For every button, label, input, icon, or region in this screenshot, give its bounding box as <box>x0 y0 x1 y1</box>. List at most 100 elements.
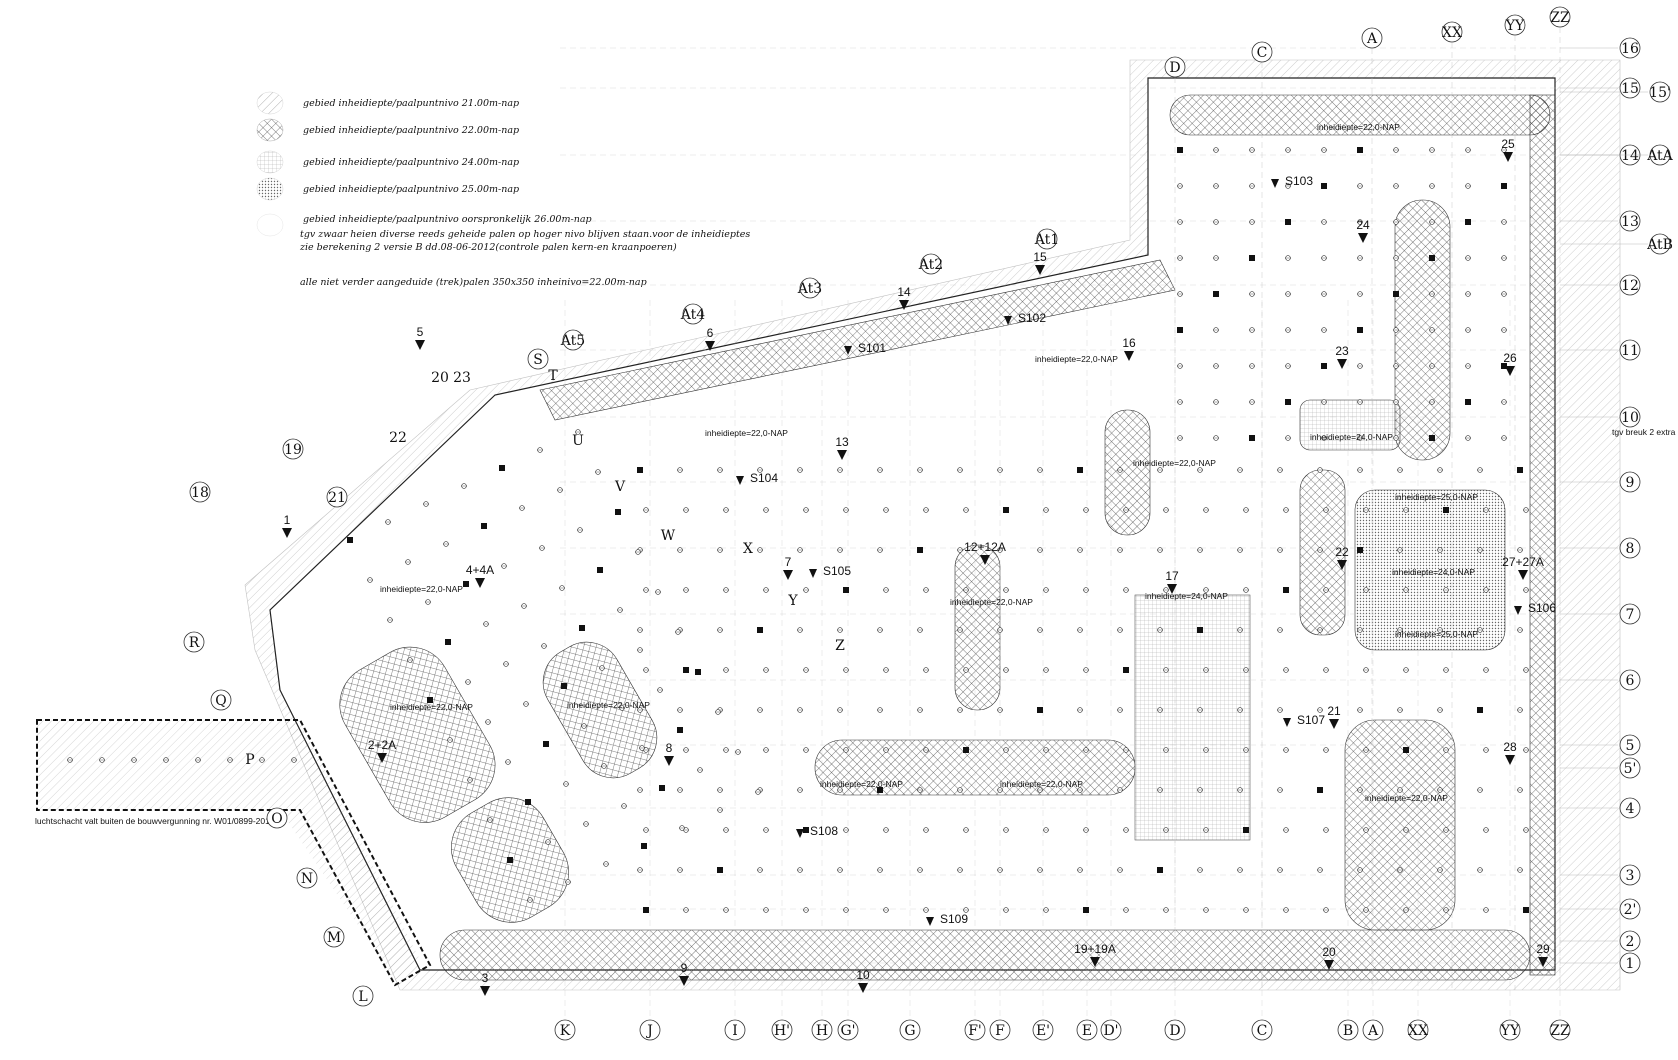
section-arrow-icon <box>1271 179 1279 188</box>
pile-icon <box>1283 587 1289 593</box>
grid-label-text: 4 <box>1626 801 1635 817</box>
grid-bubble <box>771 1019 793 1041</box>
pile-icon <box>499 465 505 471</box>
pile-icon <box>597 567 603 573</box>
grid-label-text: M <box>327 930 341 946</box>
grid-label-text: At5 <box>560 333 585 349</box>
grid-right-2: 2' <box>1619 898 1641 920</box>
pile-icon <box>579 625 585 631</box>
view-arrow-icon <box>1337 560 1347 570</box>
view-label: 15 <box>1033 250 1047 264</box>
view-marker-9: 9 <box>679 961 689 986</box>
view-arrow-icon <box>282 528 292 538</box>
grid-bubble <box>724 1019 746 1041</box>
grid-right-3: 3 <box>1619 864 1641 886</box>
grid-label-text: G' <box>840 1023 855 1039</box>
grid-left-q: Q <box>210 689 232 711</box>
grid-right-10: 10 <box>1619 406 1641 428</box>
view-label: 21 <box>1327 704 1341 718</box>
grid-bubble <box>1619 37 1641 59</box>
grid-bubble <box>189 481 211 503</box>
grid-bubble <box>1619 898 1641 920</box>
view-arrow-icon <box>705 341 715 351</box>
view-marker-1: 1 <box>282 513 292 538</box>
view-label: 4+4A <box>466 563 494 577</box>
pile-icon <box>1249 255 1255 261</box>
legend-swatch-25 <box>256 177 284 201</box>
view-marker-4-4a: 4+4A <box>466 563 494 588</box>
view-arrow-icon <box>1324 960 1334 970</box>
view-arrow-icon <box>783 570 793 580</box>
view-label: 2+2A <box>368 738 396 752</box>
grid-bubble <box>1549 6 1571 28</box>
pile-icon <box>1083 907 1089 913</box>
legend-swatch-24 <box>256 150 284 174</box>
grid-bubble <box>323 926 345 948</box>
grid-left-19: 19 <box>282 438 304 460</box>
section-marker-s106: S106 <box>1514 601 1556 615</box>
grid-angled-at2: At2 <box>918 253 943 275</box>
grid-label-text: 15' <box>1649 85 1671 101</box>
grid-label-text: D <box>1169 1023 1180 1039</box>
pile-icon <box>641 843 647 849</box>
grid-label-text: AtB <box>1646 237 1673 253</box>
grid-label-text: C <box>1257 45 1268 61</box>
grid-label-text: At1 <box>1034 232 1059 248</box>
grid-bubble <box>1036 228 1058 250</box>
section-marker-s103: S103 <box>1271 174 1313 188</box>
zone-label: inheidiepte=24,0-NAP <box>1392 567 1475 577</box>
grid-bottom-j: J <box>639 1019 661 1041</box>
grid-bubble <box>1649 81 1671 103</box>
section-arrow-icon <box>1514 606 1522 615</box>
view-arrow-icon <box>1503 152 1513 162</box>
grid-right-5: 5 <box>1619 734 1641 756</box>
grid-left-x: X <box>743 541 753 557</box>
section-label: S104 <box>750 471 778 485</box>
grid-left-21: 21 <box>326 486 348 508</box>
grid-bubble <box>682 303 704 325</box>
zone-label: inheidiepte=22,0-NAP <box>390 702 473 712</box>
view-arrow-icon <box>1518 570 1528 580</box>
pile-icon <box>1177 327 1183 333</box>
grid-left-v: V <box>614 479 626 495</box>
grid-bubble <box>1619 734 1641 756</box>
grid-label-text: A <box>1366 31 1378 47</box>
view-marker-6: 6 <box>705 326 715 351</box>
section-label: S101 <box>858 341 886 355</box>
grid-bubble <box>920 253 942 275</box>
grid-bottom-e: E' <box>1032 1019 1054 1041</box>
zone-22m-east-core <box>1344 719 1456 931</box>
grid-label-text: B <box>1343 1023 1353 1039</box>
grid-label-text: 14 <box>1621 148 1639 164</box>
legend-note-2: alle niet verder aangeduide (trek)palen … <box>300 277 647 288</box>
grid-top-xx: XX <box>1441 21 1463 43</box>
grid-bubble <box>352 985 374 1007</box>
pile-icon <box>695 669 701 675</box>
view-marker-12-12a: 12+12A <box>964 540 1006 565</box>
legend-item-21: gebied inheidiepte/paalpuntnivo 21.00m-n… <box>303 98 519 109</box>
grid-label-text: Q <box>215 693 226 709</box>
grid-bubble <box>183 631 205 653</box>
grid-left-t: T <box>548 368 558 384</box>
pile-icon <box>445 639 451 645</box>
grid-right-11: 11 <box>1619 339 1641 361</box>
view-marker-26: 26 <box>1503 351 1517 376</box>
zone-labels: inheidiepte=22,0-NAP inheidiepte=22,0-NAP… <box>380 122 1478 803</box>
view-label: 29 <box>1536 942 1550 956</box>
pile-icon <box>1003 507 1009 513</box>
grid-bottom-f: F <box>989 1019 1011 1041</box>
view-marker-3: 3 <box>480 971 490 996</box>
section-arrow-icon <box>796 829 804 838</box>
grid-left-20: 20 <box>431 370 449 386</box>
grid-label-text: ZZ <box>1550 1023 1570 1039</box>
zone-label: inheidiepte=22,0-NAP <box>1365 793 1448 803</box>
view-marker-8: 8 <box>664 741 674 766</box>
pile-icon <box>1357 547 1363 553</box>
view-marker-5: 5 <box>415 325 425 350</box>
grid-label-text: I <box>732 1023 738 1039</box>
legend-item-24: gebied inheidiepte/paalpuntnivo 24.00m-n… <box>303 157 519 168</box>
view-label: 12+12A <box>964 540 1006 554</box>
grid-label-text: At3 <box>797 281 822 297</box>
pile-icon <box>1037 707 1043 713</box>
